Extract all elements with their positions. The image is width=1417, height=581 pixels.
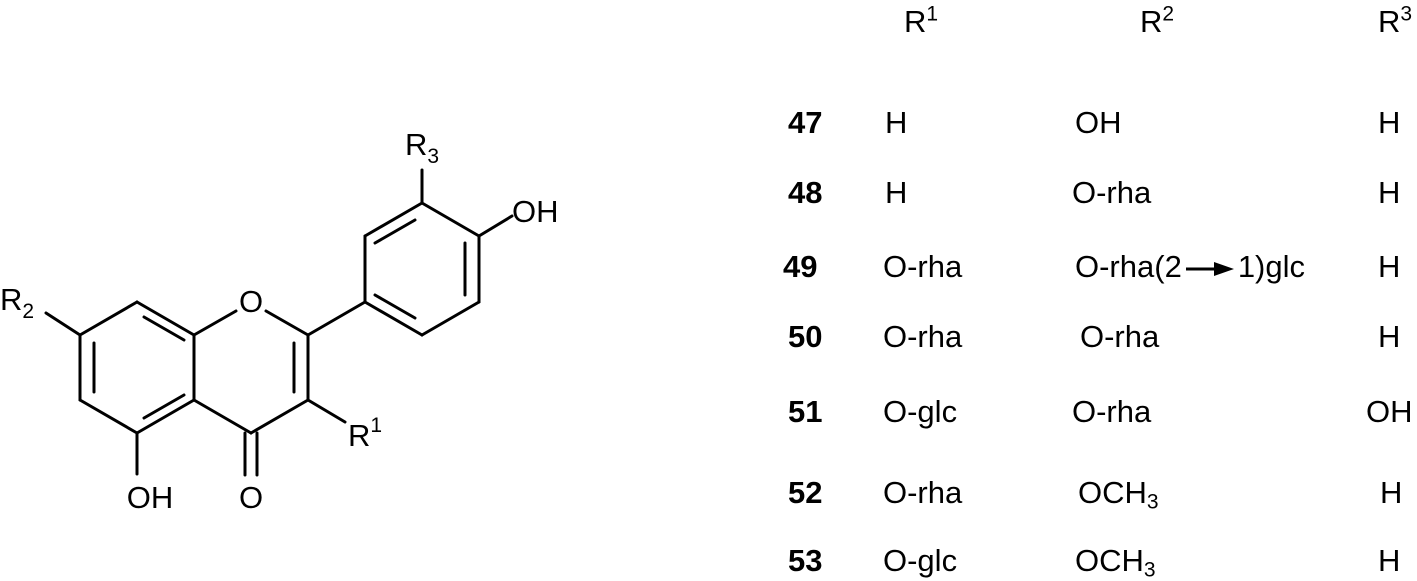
compound-number: 48 — [788, 175, 823, 210]
r2-value: O-rha — [1080, 319, 1160, 354]
bond — [420, 300, 481, 337]
r2-value: OCH3 — [1078, 475, 1159, 512]
bond — [44, 311, 82, 337]
hydroxyl-4p-label: OH — [512, 194, 559, 229]
r1-label: R1 — [348, 414, 382, 453]
r1-value: O-glc — [883, 543, 958, 578]
bond — [373, 218, 417, 245]
compound-number: 52 — [788, 475, 823, 510]
r2-linkage-end: 1)glc — [1237, 249, 1306, 284]
header-r1-main: R — [904, 4, 927, 39]
r2-subscript: 3 — [1143, 558, 1156, 581]
bond — [192, 398, 253, 435]
compound-number: 53 — [788, 543, 823, 578]
r3-value: H — [1378, 319, 1401, 354]
bond — [306, 300, 367, 337]
carbonyl-oxygen-label: O — [239, 480, 263, 515]
header-r2-main: R — [1140, 4, 1163, 39]
bond — [420, 201, 481, 238]
r2-subscript: 3 — [1146, 490, 1159, 514]
bond — [78, 398, 139, 435]
r1-value: O-glc — [883, 394, 958, 429]
r3-value: H — [1378, 249, 1401, 284]
r2-main: OCH — [1078, 475, 1147, 510]
r3-value: H — [1380, 475, 1403, 510]
header-r1-sup: 1 — [926, 2, 939, 26]
r3-value: H — [1378, 105, 1401, 140]
atom-labels: O O OH OH R1 R2 R3 — [0, 127, 559, 515]
header-r2-sup: 2 — [1162, 2, 1175, 26]
r2-value: O-rha — [1072, 394, 1152, 429]
r3-value: H — [1378, 175, 1401, 210]
header-r3-main: R — [1378, 4, 1401, 39]
r3-value: OH — [1366, 394, 1413, 429]
r2-label: R2 — [0, 282, 34, 323]
r1-value: H — [885, 175, 908, 210]
header-r3-sup: 3 — [1400, 2, 1413, 26]
r1-value: O-rha — [883, 249, 963, 284]
bond — [373, 293, 417, 320]
r1-value: O-rha — [883, 319, 963, 354]
bond — [363, 201, 424, 238]
r1-value: H — [885, 105, 908, 140]
header-r1: R1 — [904, 3, 938, 39]
bond — [78, 300, 139, 337]
bonds — [44, 168, 514, 477]
bond — [142, 393, 186, 420]
compound-number: 50 — [788, 319, 823, 354]
r2-main: OCH — [1075, 543, 1144, 578]
compound-number: 49 — [783, 249, 818, 284]
ring-oxygen-label: O — [239, 284, 263, 319]
bond — [142, 315, 186, 342]
header-r3: R3 — [1378, 3, 1412, 39]
bond — [135, 398, 196, 435]
bond — [249, 398, 310, 435]
r2-value: OCH3 — [1075, 543, 1156, 580]
bond — [264, 309, 310, 337]
arrow-icon — [1185, 261, 1234, 276]
r2-value: O-rha — [1072, 175, 1152, 210]
hydroxyl-5-label: OH — [127, 480, 174, 515]
r2-value: OH — [1075, 105, 1122, 140]
compound-number: 51 — [788, 394, 823, 429]
r2-value: O-rha(2 1)glc — [1075, 251, 1305, 282]
compound-number: 47 — [788, 105, 823, 140]
r3-label: R3 — [405, 127, 439, 168]
bond — [135, 300, 196, 337]
flavone-structure: O O OH OH R1 R2 R3 — [0, 127, 559, 515]
bond — [192, 309, 238, 337]
r3-value: H — [1378, 543, 1401, 578]
bond — [306, 398, 347, 424]
bond — [477, 214, 514, 238]
r1-value: O-rha — [883, 475, 963, 510]
bond — [363, 300, 424, 337]
r2-linkage-start: O-rha(2 — [1075, 249, 1182, 284]
header-r2: R2 — [1140, 3, 1174, 39]
